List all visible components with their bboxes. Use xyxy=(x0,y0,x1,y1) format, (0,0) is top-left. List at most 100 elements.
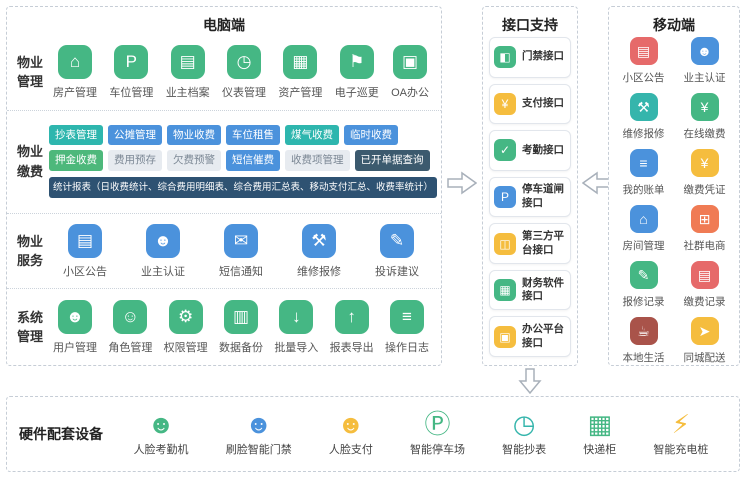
user-manage-icon: ☻ xyxy=(58,299,92,334)
feature-item: ⚒ 维修报修 xyxy=(297,223,341,279)
feature-label: 仪表管理 xyxy=(222,86,267,99)
owner-verify-icon: ☻ xyxy=(146,223,180,258)
category-system-management: 系统管理 xyxy=(16,309,43,345)
report-export-icon: ↑ xyxy=(334,299,369,334)
mobile-feature-label: 小区公告 xyxy=(622,72,665,84)
feature-item: ↑ 报表导出 xyxy=(330,299,374,355)
system-items: ☻ 用户管理 ☺ 角色管理 ⚙ 权限管理 ▥ 数据备份 xyxy=(47,299,435,355)
hardware-device-label: 人脸支付 xyxy=(328,444,373,456)
feature-label: 业主认证 xyxy=(141,265,185,278)
mobile-feature-item: ¥ 在线缴费 xyxy=(684,93,726,141)
mobile-feature-label: 报修记录 xyxy=(622,296,665,308)
feature-item: P 车位管理 xyxy=(109,44,153,100)
mobile-feature-item: ▤ 小区公告 xyxy=(623,37,665,85)
feature-item: ⚙ 权限管理 xyxy=(163,299,208,355)
payment-pill: 物业收费 xyxy=(167,124,221,146)
hardware-device-item: ⚡ 智能充电桩 xyxy=(653,411,708,457)
access-control-api-icon: ◧ xyxy=(494,46,516,69)
payment-api-icon: ¥ xyxy=(494,92,516,115)
mobile-section-title: 移动端 xyxy=(653,17,695,33)
feature-label: 数据备份 xyxy=(218,341,263,354)
mobile-feature-label: 维修报修 xyxy=(622,128,665,140)
feature-label: 角色管理 xyxy=(108,341,153,354)
interface-support-section: 接口支持 ◧ 门禁接口 ¥ 支付接口 ✓ 考勤接口 P 停车道闸接口 xyxy=(482,6,578,366)
feature-item: ▣ OA办公 xyxy=(391,44,429,100)
parcel-locker-icon: ▦ xyxy=(587,409,613,439)
local-life-icon: ☕ xyxy=(629,317,658,345)
interface-label: 第三方平台接口 xyxy=(522,229,564,256)
pc-section: 电脑端 物业管理 ⌂ 房产管理 P 车位管理 ▤ 业主档案 xyxy=(6,6,442,366)
mobile-feature-label: 业主认证 xyxy=(683,72,726,84)
feature-item: ◷ 仪表管理 xyxy=(222,44,267,100)
mobile-feature-item: ¥ 缴费凭证 xyxy=(684,149,726,197)
owner-verify-icon: ☻ xyxy=(690,37,719,65)
repair-request-icon: ⚒ xyxy=(302,223,336,258)
mobile-feature-label: 社群电商 xyxy=(683,240,726,252)
mobile-feature-item: ⚒ 维修报修 xyxy=(623,93,665,141)
parking-manage-icon: P xyxy=(114,44,149,79)
interface-card: ¥ 支付接口 xyxy=(489,83,571,125)
hardware-device-label: 智能停车场 xyxy=(409,444,465,456)
community-shop-icon: ⊞ xyxy=(690,205,719,233)
feature-label: 电子巡更 xyxy=(334,86,379,99)
interface-label: 财务软件接口 xyxy=(522,276,564,303)
mobile-feature-label: 缴费凭证 xyxy=(683,184,726,196)
announcement-icon: ▤ xyxy=(68,223,102,258)
feature-label: 短信通知 xyxy=(219,265,263,278)
hardware-device-label: 快递柜 xyxy=(583,444,617,456)
feature-item: ≡ 操作日志 xyxy=(384,299,429,355)
hardware-section: 硬件配套设备 ☻ 人脸考勤机 ☻ 刷脸智能门禁 ☻ 人脸支付 Ⓟ 智能停车场 xyxy=(6,396,740,472)
mobile-feature-label: 本地生活 xyxy=(622,352,665,364)
feature-item: ☻ 用户管理 xyxy=(53,299,97,355)
interface-card: P 停车道闸接口 xyxy=(489,176,571,218)
feature-item: ⌂ 房产管理 xyxy=(53,44,97,100)
mobile-feature-item: ➤ 同城配送 xyxy=(684,317,726,365)
payment-pill: 抄表管理 xyxy=(49,124,103,146)
flow-arrow-right-icon xyxy=(447,171,477,195)
interface-label: 支付接口 xyxy=(522,97,564,110)
mobile-feature-label: 同城配送 xyxy=(683,352,726,364)
meter-manage-icon: ◷ xyxy=(227,44,262,79)
finance-software-api-icon: ▦ xyxy=(494,279,516,302)
feature-item: ⚑ 电子巡更 xyxy=(334,44,379,100)
payment-pill: 已开单据查询 xyxy=(354,150,430,171)
payment-pill: 车位租售 xyxy=(226,124,280,146)
feature-label: 权限管理 xyxy=(163,341,208,354)
mobile-feature-item: ≡ 我的账单 xyxy=(623,149,665,197)
payment-pill: 短信催费 xyxy=(226,150,280,171)
mobile-feature-item: ⌂ 房间管理 xyxy=(623,205,665,253)
feature-item: ✎ 投诉建议 xyxy=(375,223,419,279)
feature-item: ▦ 资产管理 xyxy=(278,44,322,100)
hardware-device-item: ☻ 人脸支付 xyxy=(329,411,373,457)
pc-row-payment: 物业缴费 抄表管理 公摊管理 物业收费 车位租售 煤气收费 临时收费 押金收费 xyxy=(7,111,441,214)
operation-log-icon: ≡ xyxy=(389,299,424,334)
online-pay-icon: ¥ xyxy=(690,93,719,121)
mobile-feature-item: ✎ 报修记录 xyxy=(623,261,665,309)
suggestion-icon: ✎ xyxy=(380,223,414,258)
repair-request-icon: ⚒ xyxy=(629,93,658,121)
hardware-device-label: 智能抄表 xyxy=(502,444,547,456)
owner-archive-icon: ▤ xyxy=(170,44,205,79)
room-manage-icon: ⌂ xyxy=(629,205,658,233)
payment-receipt-icon: ¥ xyxy=(690,149,719,177)
attendance-api-icon: ✓ xyxy=(494,139,516,162)
hardware-device-label: 刷脸智能门禁 xyxy=(225,444,292,456)
permission-icon: ⚙ xyxy=(168,299,203,334)
parking-barrier-api-icon: P xyxy=(494,186,516,209)
mobile-feature-item: ▤ 缴费记录 xyxy=(684,261,726,309)
interface-card: ▦ 财务软件接口 xyxy=(489,269,571,311)
feature-label: 小区公告 xyxy=(63,265,107,278)
face-attendance-machine-icon: ☻ xyxy=(147,409,175,439)
interface-card: ✓ 考勤接口 xyxy=(489,130,571,171)
statistics-report-bar: 统计报表（日收费统计、综合费用明细表、综合费用汇总表、移动支付汇总、收费率统计） xyxy=(49,176,438,199)
hardware-items: ☻ 人脸考勤机 ☻ 刷脸智能门禁 ☻ 人脸支付 Ⓟ 智能停车场 ◷ 智能抄表 xyxy=(115,411,727,457)
management-items: ⌂ 房产管理 P 车位管理 ▤ 业主档案 ◷ 仪表管理 xyxy=(47,44,435,100)
interface-label: 考勤接口 xyxy=(522,143,564,156)
interface-label: 停车道闸接口 xyxy=(522,183,564,210)
charging-pile-icon: ⚡ xyxy=(671,409,691,439)
payment-pill: 押金收费 xyxy=(49,150,103,171)
hardware-device-label: 人脸考勤机 xyxy=(133,444,189,456)
pc-section-title: 电脑端 xyxy=(203,17,245,33)
feature-item: ▤ 小区公告 xyxy=(63,223,107,279)
feature-label: 操作日志 xyxy=(384,341,429,354)
